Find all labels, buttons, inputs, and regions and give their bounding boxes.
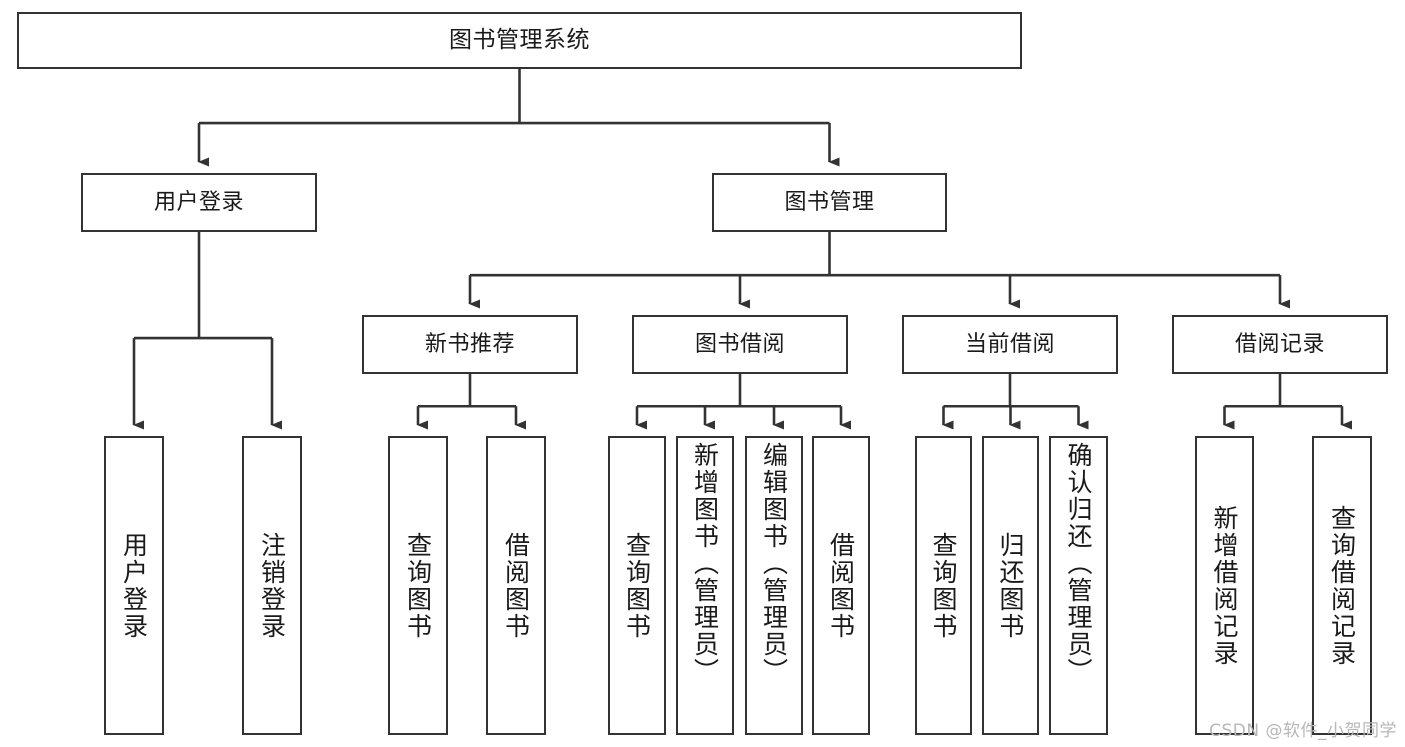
node-label: 查询图书 — [403, 531, 433, 640]
node-label: 新增图书（管理员） — [690, 442, 720, 685]
node-leaf-query-book-2[interactable]: 查询图书 — [608, 436, 666, 735]
node-label: 查询图书 — [929, 531, 958, 640]
node-label: 查询借阅记录 — [1327, 504, 1357, 667]
node-root[interactable]: 图书管理系统 — [17, 12, 1022, 69]
node-leaf-add-book[interactable]: 新增图书（管理员） — [676, 436, 734, 735]
node-label: 注销登录 — [257, 531, 287, 640]
node-leaf-return-book[interactable]: 归还图书 — [982, 436, 1039, 735]
node-leaf-edit-book[interactable]: 编辑图书（管理员） — [745, 436, 803, 735]
node-leaf-user-login[interactable]: 用户登录 — [104, 436, 164, 735]
node-label: 新书推荐 — [424, 331, 515, 357]
node-label: 图书管理系统 — [449, 27, 590, 54]
node-label: 当前借阅 — [964, 331, 1055, 357]
node-leaf-borrow-book-1[interactable]: 借阅图书 — [486, 436, 546, 735]
node-label: 借阅图书 — [501, 531, 531, 640]
node-label: 新增借阅记录 — [1210, 504, 1239, 667]
node-label: 图书借阅 — [694, 331, 785, 357]
node-leaf-borrow-book-2[interactable]: 借阅图书 — [812, 436, 870, 735]
node-label: 图书管理 — [784, 189, 875, 215]
node-leaf-add-record[interactable]: 新增借阅记录 — [1195, 436, 1254, 735]
node-label: 归还图书 — [996, 531, 1025, 640]
node-label: 用户登录 — [153, 189, 244, 215]
node-label: 用户登录 — [119, 531, 149, 640]
node-current-borrow[interactable]: 当前借阅 — [902, 315, 1118, 374]
node-label: 查询图书 — [622, 531, 652, 640]
node-leaf-query-book-3[interactable]: 查询图书 — [915, 436, 972, 735]
node-leaf-query-record[interactable]: 查询借阅记录 — [1312, 436, 1372, 735]
watermark-text: CSDN @软件_小贺同学 — [1209, 721, 1397, 741]
node-leaf-query-book-1[interactable]: 查询图书 — [388, 436, 448, 735]
node-book-manage[interactable]: 图书管理 — [712, 173, 947, 232]
node-label: 确认归还（管理员） — [1064, 442, 1093, 685]
node-user-login[interactable]: 用户登录 — [81, 173, 317, 232]
node-leaf-confirm-return[interactable]: 确认归还（管理员） — [1049, 436, 1108, 735]
node-borrow-record[interactable]: 借阅记录 — [1172, 315, 1388, 374]
node-label: 借阅图书 — [826, 531, 856, 640]
node-label: 借阅记录 — [1234, 331, 1325, 357]
node-leaf-user-logout[interactable]: 注销登录 — [242, 436, 302, 735]
node-new-book-rec[interactable]: 新书推荐 — [362, 315, 578, 374]
node-label: 编辑图书（管理员） — [759, 442, 789, 685]
node-book-borrow[interactable]: 图书借阅 — [632, 315, 848, 374]
